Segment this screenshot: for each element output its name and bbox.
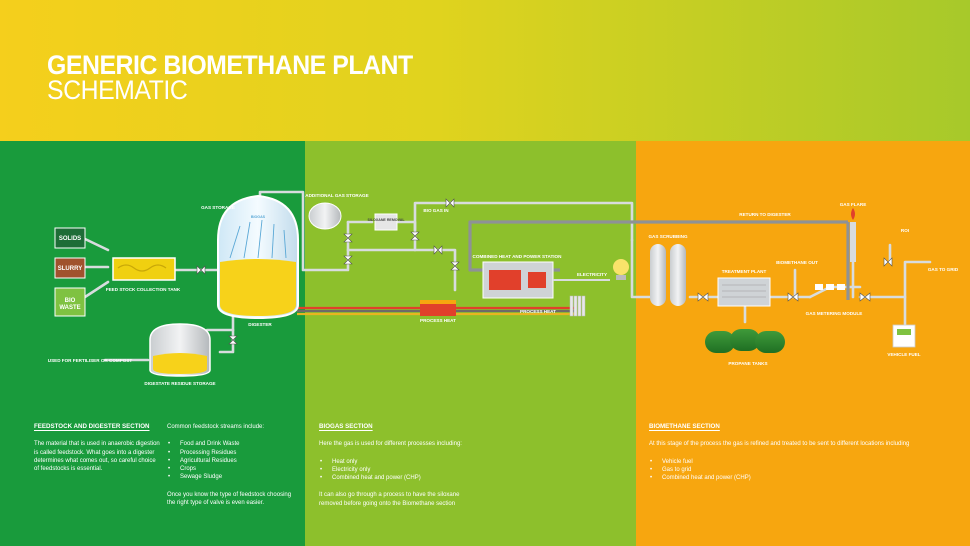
vehicle-fuel: VEHICLE FUEL: [887, 324, 921, 357]
fuel-pump-icon: [892, 324, 916, 348]
feed-stock-tank: FEED STOCK COLLECTION TANK: [106, 257, 181, 292]
list-item: Crops: [167, 465, 292, 474]
roi-label: ROI: [901, 228, 909, 233]
biomethane-section: BIOMETHANE SECTION At this stage of the …: [649, 423, 939, 483]
gas-metering: GAS METERING MODULE: [806, 284, 863, 316]
biomethane-intro: At this stage of the process the gas is …: [649, 441, 910, 448]
input-bio-waste: [54, 287, 86, 317]
biogas-heading: BIOGAS SECTION: [319, 423, 373, 430]
valve: [883, 257, 893, 267]
list-item: Sewage Sludge: [167, 473, 292, 482]
valve: [450, 261, 460, 271]
list-item: Heat only: [319, 458, 484, 467]
list-item: Combined heat and power (CHP): [319, 474, 484, 483]
chp-label: COMBINED HEAT AND POWER STATION: [473, 254, 563, 259]
return-to-digester-label: RETURN TO DIGESTER: [739, 212, 791, 217]
additional-gas-storage-label: ADDITIONAL GAS STORAGE: [305, 193, 368, 198]
gas-storage-label: GAS STORAGE: [201, 205, 235, 210]
valve: [228, 335, 238, 345]
valve: [787, 292, 799, 302]
treatment-plant-label: TREATMENT PLANT: [722, 269, 767, 274]
list-item: Combined heat and power (CHP): [649, 474, 939, 483]
biomethane-heading: BIOMETHANE SECTION: [649, 423, 720, 430]
streams-outro: Once you know the type of feedstock choo…: [167, 491, 292, 507]
gas-metering-label: GAS METERING MODULE: [806, 311, 863, 316]
gas-scrubbing: GAS SCRUBBING: [648, 234, 688, 306]
bio-gas-in-label: BIO GAS IN: [423, 208, 449, 213]
valve: [343, 255, 353, 265]
valve: [343, 233, 353, 243]
radiator-icon: [569, 295, 586, 317]
flame-icon: [851, 208, 855, 220]
valve: [410, 231, 420, 241]
input-solids-label: SOLIDS: [59, 236, 81, 242]
valve: [433, 245, 443, 255]
input-slurry-label: SLURRY: [58, 266, 82, 272]
list-item: Food and Drink Waste: [167, 440, 292, 449]
pipes: [83, 190, 932, 362]
gas-to-grid-label: GAS TO GRID: [928, 267, 959, 272]
list-item: Gas to grid: [649, 466, 939, 475]
streams-heading: Common feedstock streams include:: [167, 424, 265, 430]
input-solids: [54, 227, 86, 249]
streams-list: Food and Drink Waste Processing Residues…: [167, 440, 292, 482]
digester-label: DIGESTER: [248, 322, 272, 327]
gas-flare-label: GAS FLARE: [840, 202, 867, 207]
page-title: GENERIC BIOMETHANE PLANT: [47, 50, 413, 80]
process-heat: PROCESS HEAT PROCESS HEAT: [420, 295, 586, 323]
valves: [196, 198, 893, 345]
feedstock-heading: FEEDSTOCK AND DIGESTER SECTION: [34, 423, 150, 430]
feedstock-section: FEEDSTOCK AND DIGESTER SECTION The mater…: [34, 423, 160, 473]
biogas-label: BIOGAS: [251, 215, 266, 219]
propane-tanks: PROPANE TANKS: [705, 329, 785, 366]
biomethane-list: Vehicle fuel Gas to grid Combined heat a…: [649, 458, 939, 483]
valve: [196, 265, 206, 275]
digester: BIOGAS GAS STORAGE DIGESTER: [201, 194, 299, 327]
process-heat-label-2: PROCESS HEAT: [520, 309, 556, 314]
biogas-intro: Here the gas is used for different proce…: [319, 441, 462, 448]
list-item: Electricity only: [319, 466, 484, 475]
feedstock-streams: Common feedstock streams include: Food a…: [167, 423, 292, 507]
chp-station: COMBINED HEAT AND POWER STATION ELECTRIC…: [473, 254, 629, 299]
residue-storage: DIGESTATE RESIDUE STORAGE USED FOR FERTI…: [48, 323, 216, 386]
input-slurry: [54, 257, 86, 279]
header-banner: GENERIC BIOMETHANE PLANT SCHEMATIC: [0, 0, 970, 141]
additional-gas-storage: ADDITIONAL GAS STORAGE: [305, 193, 369, 230]
vehicle-fuel-label: VEHICLE FUEL: [887, 352, 920, 357]
biogas-section: BIOGAS SECTION Here the gas is used for …: [319, 423, 484, 508]
electricity-label: ELECTRICITY: [577, 272, 607, 277]
siloxane-removal-label: SILOXANE REMOVAL: [367, 218, 405, 222]
lightbulb-icon: [613, 259, 629, 275]
feedstock-intro: The material that is used in anaerobic d…: [34, 441, 160, 473]
biogas-arrows: [229, 219, 287, 259]
list-item: Processing Residues: [167, 449, 292, 458]
valve: [859, 292, 871, 302]
biogas-list: Heat only Electricity only Combined heat…: [319, 458, 484, 483]
list-item: Vehicle fuel: [649, 458, 939, 467]
gas-scrubbing-label: GAS SCRUBBING: [648, 234, 687, 239]
valve: [445, 198, 455, 208]
process-heat-label-1: PROCESS HEAT: [420, 318, 456, 323]
residue-storage-label: DIGESTATE RESIDUE STORAGE: [144, 381, 215, 386]
propane-tanks-label: PROPANE TANKS: [728, 361, 767, 366]
list-item: Agricultural Residues: [167, 457, 292, 466]
used-for-label: USED FOR FERTILISER OR COMPOST: [48, 358, 133, 363]
siloxane-removal: SILOXANE REMOVAL: [367, 213, 405, 231]
page-subtitle: SCHEMATIC: [47, 75, 188, 105]
biogas-outro: It can also go through a process to have…: [319, 492, 460, 507]
biomethane-out-label: BIOMETHANE OUT: [776, 260, 818, 265]
feed-stock-tank-label: FEED STOCK COLLECTION TANK: [106, 287, 181, 292]
gas-flare: GAS FLARE: [840, 202, 867, 262]
treatment-plant: TREATMENT PLANT BIOMETHANE OUT: [717, 260, 818, 307]
valve: [697, 292, 709, 302]
